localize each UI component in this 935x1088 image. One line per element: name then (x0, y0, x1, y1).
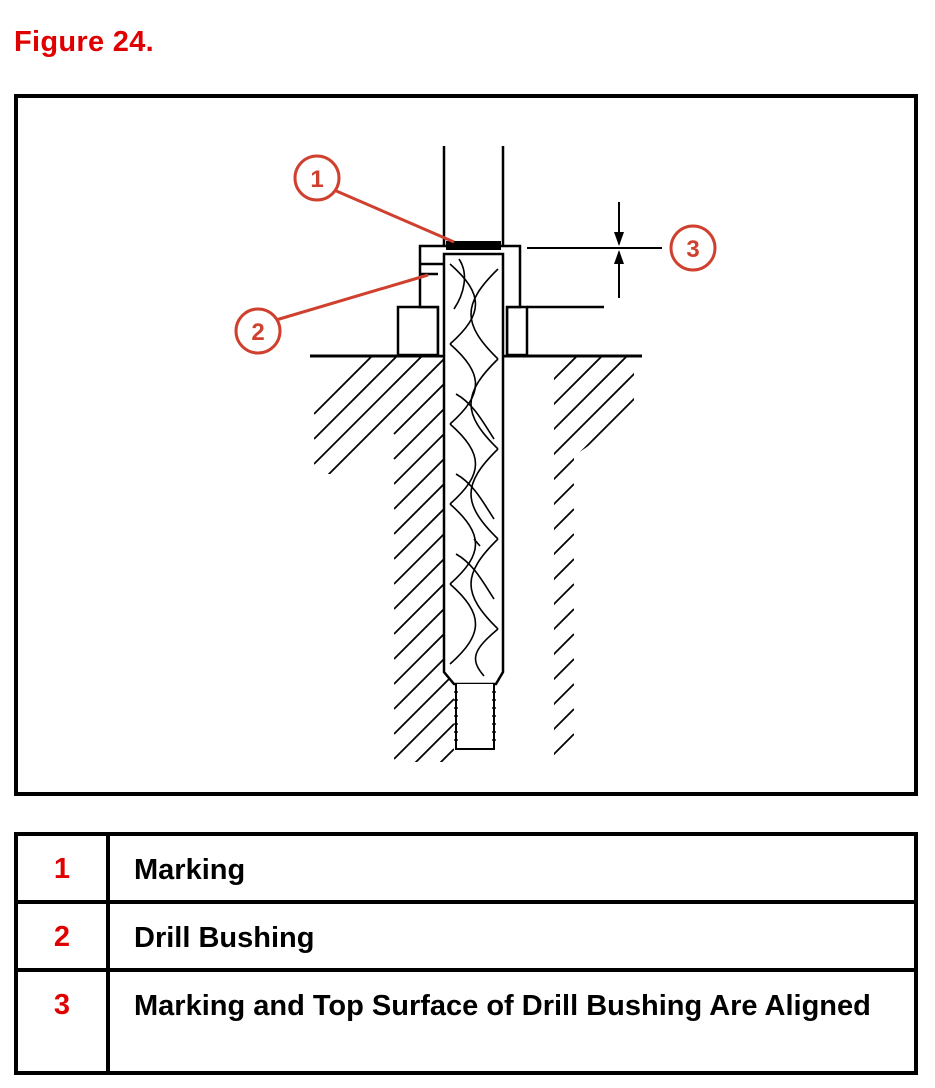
callout-3: 3 (669, 224, 717, 272)
svg-text:1: 1 (310, 166, 323, 193)
drill-bit (442, 146, 505, 750)
callout-1: 1 (293, 154, 341, 202)
legend-description: Marking and Top Surface of Drill Bushing… (106, 968, 918, 1075)
legend-description: Drill Bushing (106, 900, 918, 972)
callout-2: 2 (234, 307, 282, 355)
svg-text:3: 3 (686, 236, 699, 263)
legend-row: 3 Marking and Top Surface of Drill Bushi… (14, 968, 918, 1075)
legend-row: 1 Marking (14, 832, 918, 904)
marking-band (446, 241, 501, 250)
legend-description: Marking (106, 832, 918, 904)
legend-number: 1 (14, 832, 110, 904)
drill-bushing-diagram: 1 2 3 (234, 146, 717, 776)
callout-leaders (275, 188, 455, 322)
figure-frame: 1 2 3 (14, 94, 918, 796)
figure-title: Figure 24. (14, 26, 154, 58)
svg-text:2: 2 (251, 319, 264, 346)
legend-row: 2 Drill Bushing (14, 900, 918, 972)
legend-table: 1 Marking 2 Drill Bushing 3 Marking and … (14, 832, 918, 1075)
legend-number: 3 (14, 968, 110, 1075)
legend-number: 2 (14, 900, 110, 972)
alignment-dimension (527, 202, 662, 298)
